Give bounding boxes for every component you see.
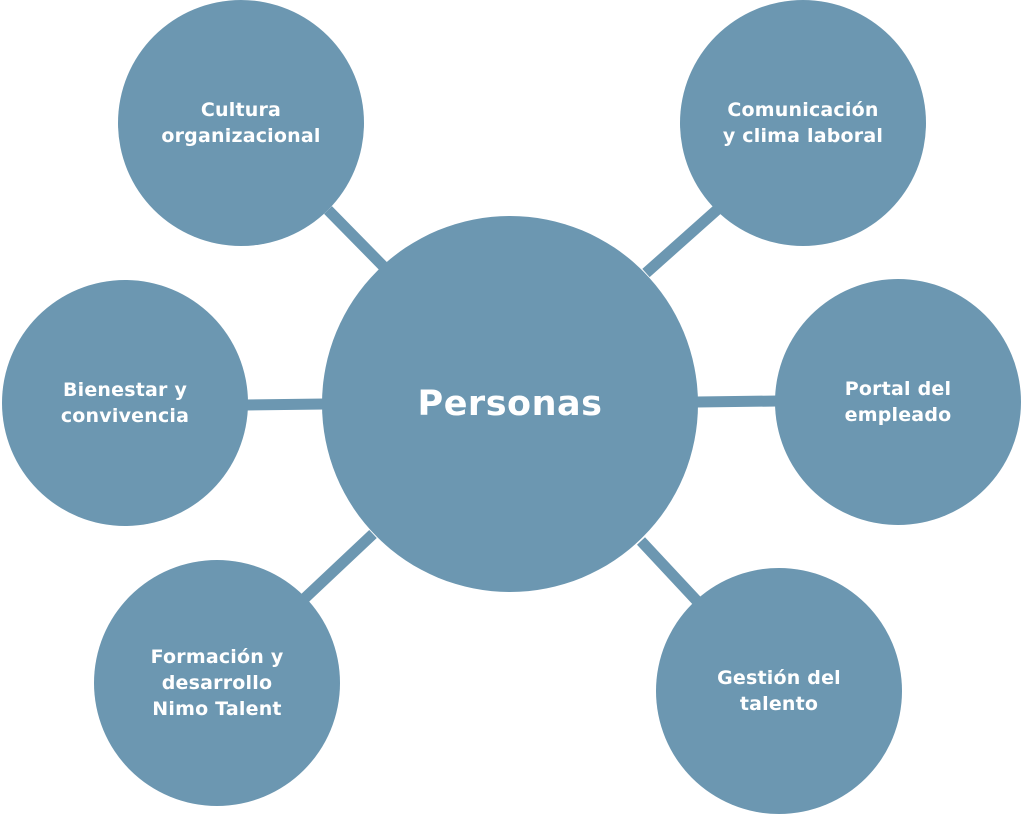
node-portal-label: Portal del empleado	[844, 378, 952, 426]
node-cultura-organizacional: Cultura organizacional	[118, 0, 364, 246]
center-node-label: Personas	[417, 384, 603, 424]
center-node-personas: Personas	[322, 216, 698, 592]
node-formacion-desarrollo: Formación y desarrollo Nimo Talent	[94, 560, 340, 806]
node-bienestar-label: Bienestar y convivencia	[60, 379, 190, 427]
node-portal-empleado: Portal del empleado	[775, 279, 1021, 525]
connector-bienestar	[244, 398, 326, 411]
connector-portal	[696, 395, 779, 408]
node-bienestar-convivencia: Bienestar y convivencia	[2, 280, 248, 526]
connector-formacion	[301, 529, 377, 603]
connector-cultura	[324, 206, 389, 272]
node-cultura-label: Cultura organizacional	[161, 99, 321, 147]
node-gestion-talento: Gestión del talento	[656, 568, 902, 814]
connector-gestion	[636, 537, 702, 605]
connector-comunicacion	[642, 203, 723, 278]
node-comunicacion-label: Comunicación y clima laboral	[722, 99, 884, 147]
node-comunicacion-clima-laboral: Comunicación y clima laboral	[680, 0, 926, 246]
node-formacion-label: Formación y desarrollo Nimo Talent	[150, 646, 284, 720]
node-gestion-label: Gestión del talento	[717, 667, 841, 715]
